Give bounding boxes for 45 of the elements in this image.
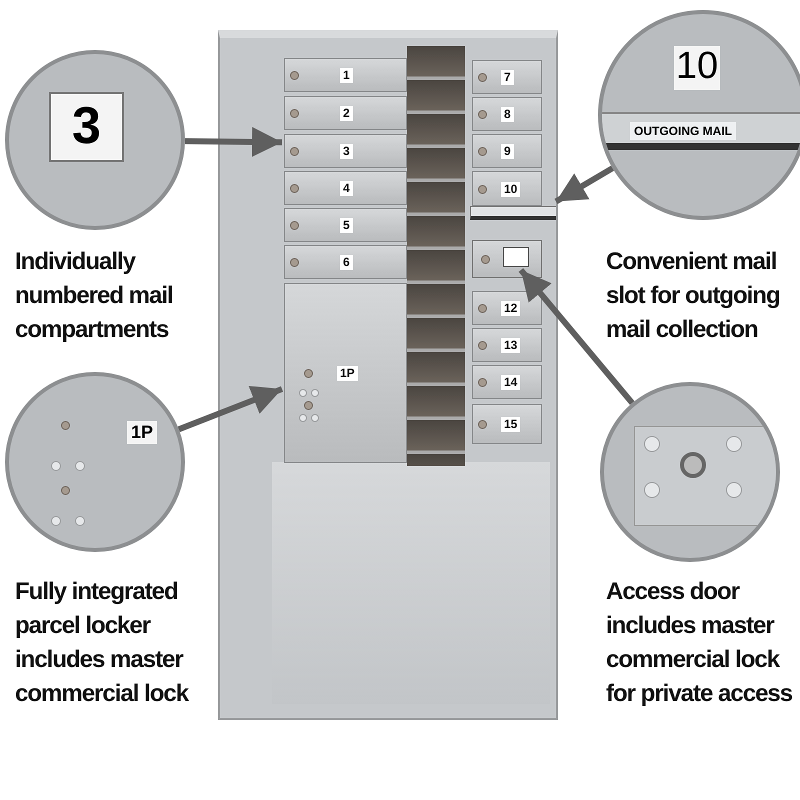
compartment-number: 12 xyxy=(501,301,520,316)
mail-compartment-door xyxy=(284,171,407,205)
callout-caption: Fully integrated parcel locker includes master commercial lock xyxy=(15,577,190,709)
mail-compartment-door xyxy=(472,134,542,168)
compartment-number: 13 xyxy=(501,338,520,353)
mail-compartment-door xyxy=(472,328,542,362)
compartment-number: 3 xyxy=(340,144,353,159)
mail-compartment-door xyxy=(284,245,407,279)
access-door xyxy=(472,240,542,278)
compartment-number: 5 xyxy=(340,218,353,233)
mail-compartment-door xyxy=(472,404,542,444)
compartment-number: 4 xyxy=(340,181,353,196)
mail-compartment-door xyxy=(284,208,407,242)
mail-compartment-door xyxy=(472,365,542,399)
number-plate: 1P xyxy=(127,421,158,444)
callout-caption: Access door includes master commercial lock for private access xyxy=(606,577,794,709)
outgoing-mail-label: OUTGOING MAIL xyxy=(630,122,736,140)
number-plate: 10 xyxy=(674,46,720,90)
arrow xyxy=(184,126,282,157)
mailbox-cabinet-drawing xyxy=(218,30,558,720)
parcel-locker-door xyxy=(284,283,407,463)
arrow xyxy=(178,386,284,432)
mail-compartment-door xyxy=(472,97,542,131)
outgoing-mail-slot xyxy=(470,206,556,220)
compartment-number: 1P xyxy=(337,366,358,381)
mail-compartment-door xyxy=(284,134,407,168)
compartment-number: 9 xyxy=(501,144,514,159)
compartment-number: 1 xyxy=(340,68,353,83)
number-plate: 3 xyxy=(49,92,124,162)
mail-compartment-door xyxy=(284,58,407,92)
mail-compartment-door xyxy=(472,171,542,206)
arrow xyxy=(518,268,634,405)
compartment-number: 14 xyxy=(501,375,520,390)
compartment-number: 6 xyxy=(340,255,353,270)
arrow xyxy=(554,166,614,204)
callout-caption: Convenient mail slot for outgoing mail collection xyxy=(606,247,781,345)
compartment-number: 8 xyxy=(501,107,514,122)
compartment-number: 15 xyxy=(501,417,520,432)
compartment-number: 10 xyxy=(501,182,520,197)
compartment-number: 7 xyxy=(501,70,514,85)
callout-caption: Individually numbered mail compartments xyxy=(15,247,174,345)
mail-compartment-door xyxy=(472,60,542,94)
mail-compartment-door xyxy=(284,96,407,130)
compartment-number: 2 xyxy=(340,106,353,121)
mail-compartment-door xyxy=(472,291,542,325)
